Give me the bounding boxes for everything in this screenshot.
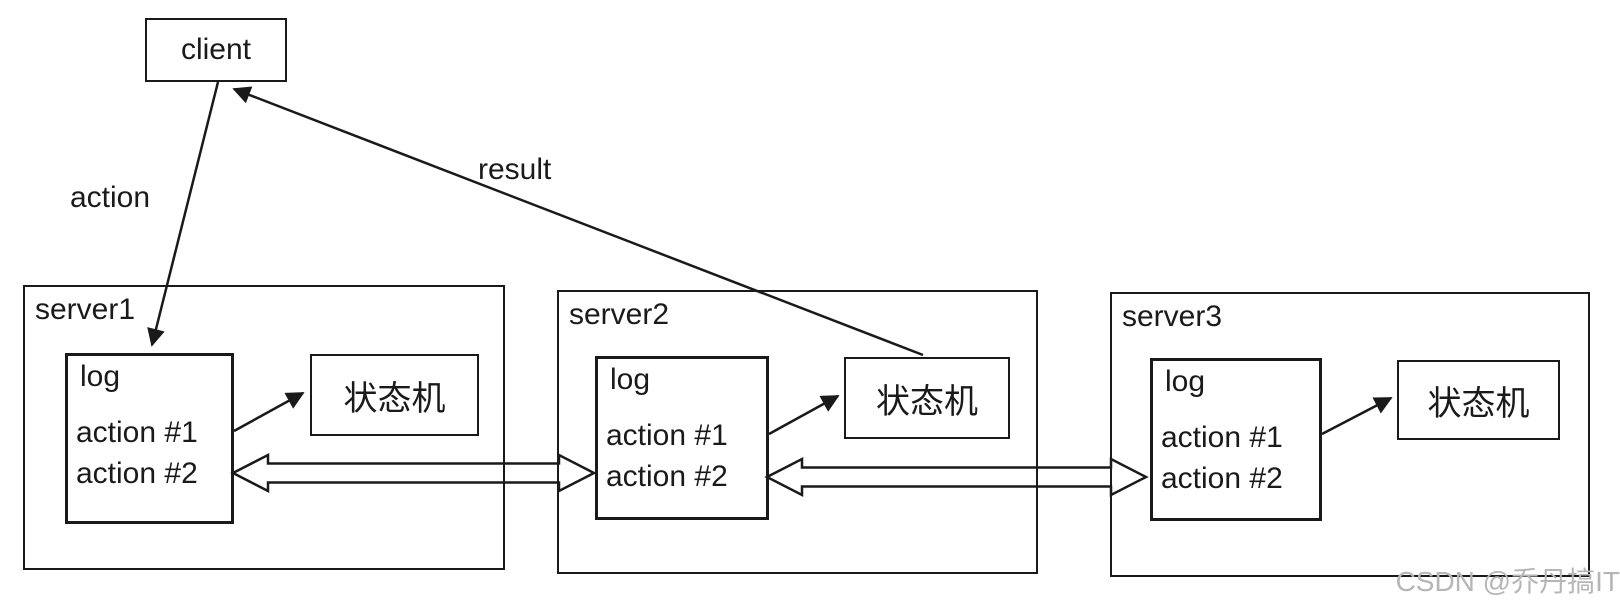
log-entry: action #2 [606, 460, 728, 493]
log-to-state-machine-arrow-server1 [233, 391, 305, 433]
action-edge-label: action [70, 181, 151, 214]
server2-box: server2 log action #1 action #2 状态机 [557, 290, 1038, 574]
server1-state-machine-box: 状态机 [310, 354, 479, 436]
server3-label: server3 [1122, 300, 1223, 333]
watermark: CSDN @乔丹搞IT [1395, 566, 1620, 597]
server2-log-title: log [610, 363, 651, 396]
log-entry: action #1 [1161, 421, 1283, 454]
log-to-state-machine-arrow-server2 [768, 394, 840, 436]
result-arrow [232, 86, 924, 357]
server1-box: server1 log action #1 action #2 状态机 [23, 285, 505, 570]
server3-state-machine-box: 状态机 [1397, 360, 1560, 440]
server2-log-entries: action #1 action #2 [606, 415, 764, 497]
log-entry: action #1 [76, 416, 198, 449]
server1-state-machine-label: 状态机 [343, 379, 446, 418]
server1-log-entries: action #1 action #2 [76, 412, 229, 494]
client-label: client [180, 33, 252, 66]
log-entry: action #2 [76, 457, 198, 490]
replication-arrow-server2-server3 [764, 456, 1149, 498]
server3-log-entries: action #1 action #2 [1161, 417, 1317, 499]
log-to-state-machine-arrow-server3 [1321, 396, 1393, 436]
action-arrow [147, 81, 220, 347]
server2-label: server2 [569, 298, 670, 331]
server2-state-machine-label: 状态机 [876, 382, 978, 421]
server2-state-machine-box: 状态机 [844, 357, 1010, 439]
server3-state-machine-label: 状态机 [1427, 384, 1530, 423]
log-entry: action #1 [606, 419, 728, 452]
server3-log-title: log [1165, 365, 1206, 398]
result-edge-label: result [478, 153, 552, 186]
client-box: client [145, 18, 287, 82]
server1-label: server1 [35, 293, 136, 326]
server3-box: server3 log action #1 action #2 状态机 [1110, 292, 1590, 577]
log-entry: action #2 [1161, 462, 1283, 495]
server3-log-box: log action #1 action #2 [1150, 358, 1322, 521]
server1-log-title: log [80, 360, 121, 393]
server2-log-box: log action #1 action #2 [595, 356, 769, 520]
server1-log-box: log action #1 action #2 [65, 353, 234, 524]
